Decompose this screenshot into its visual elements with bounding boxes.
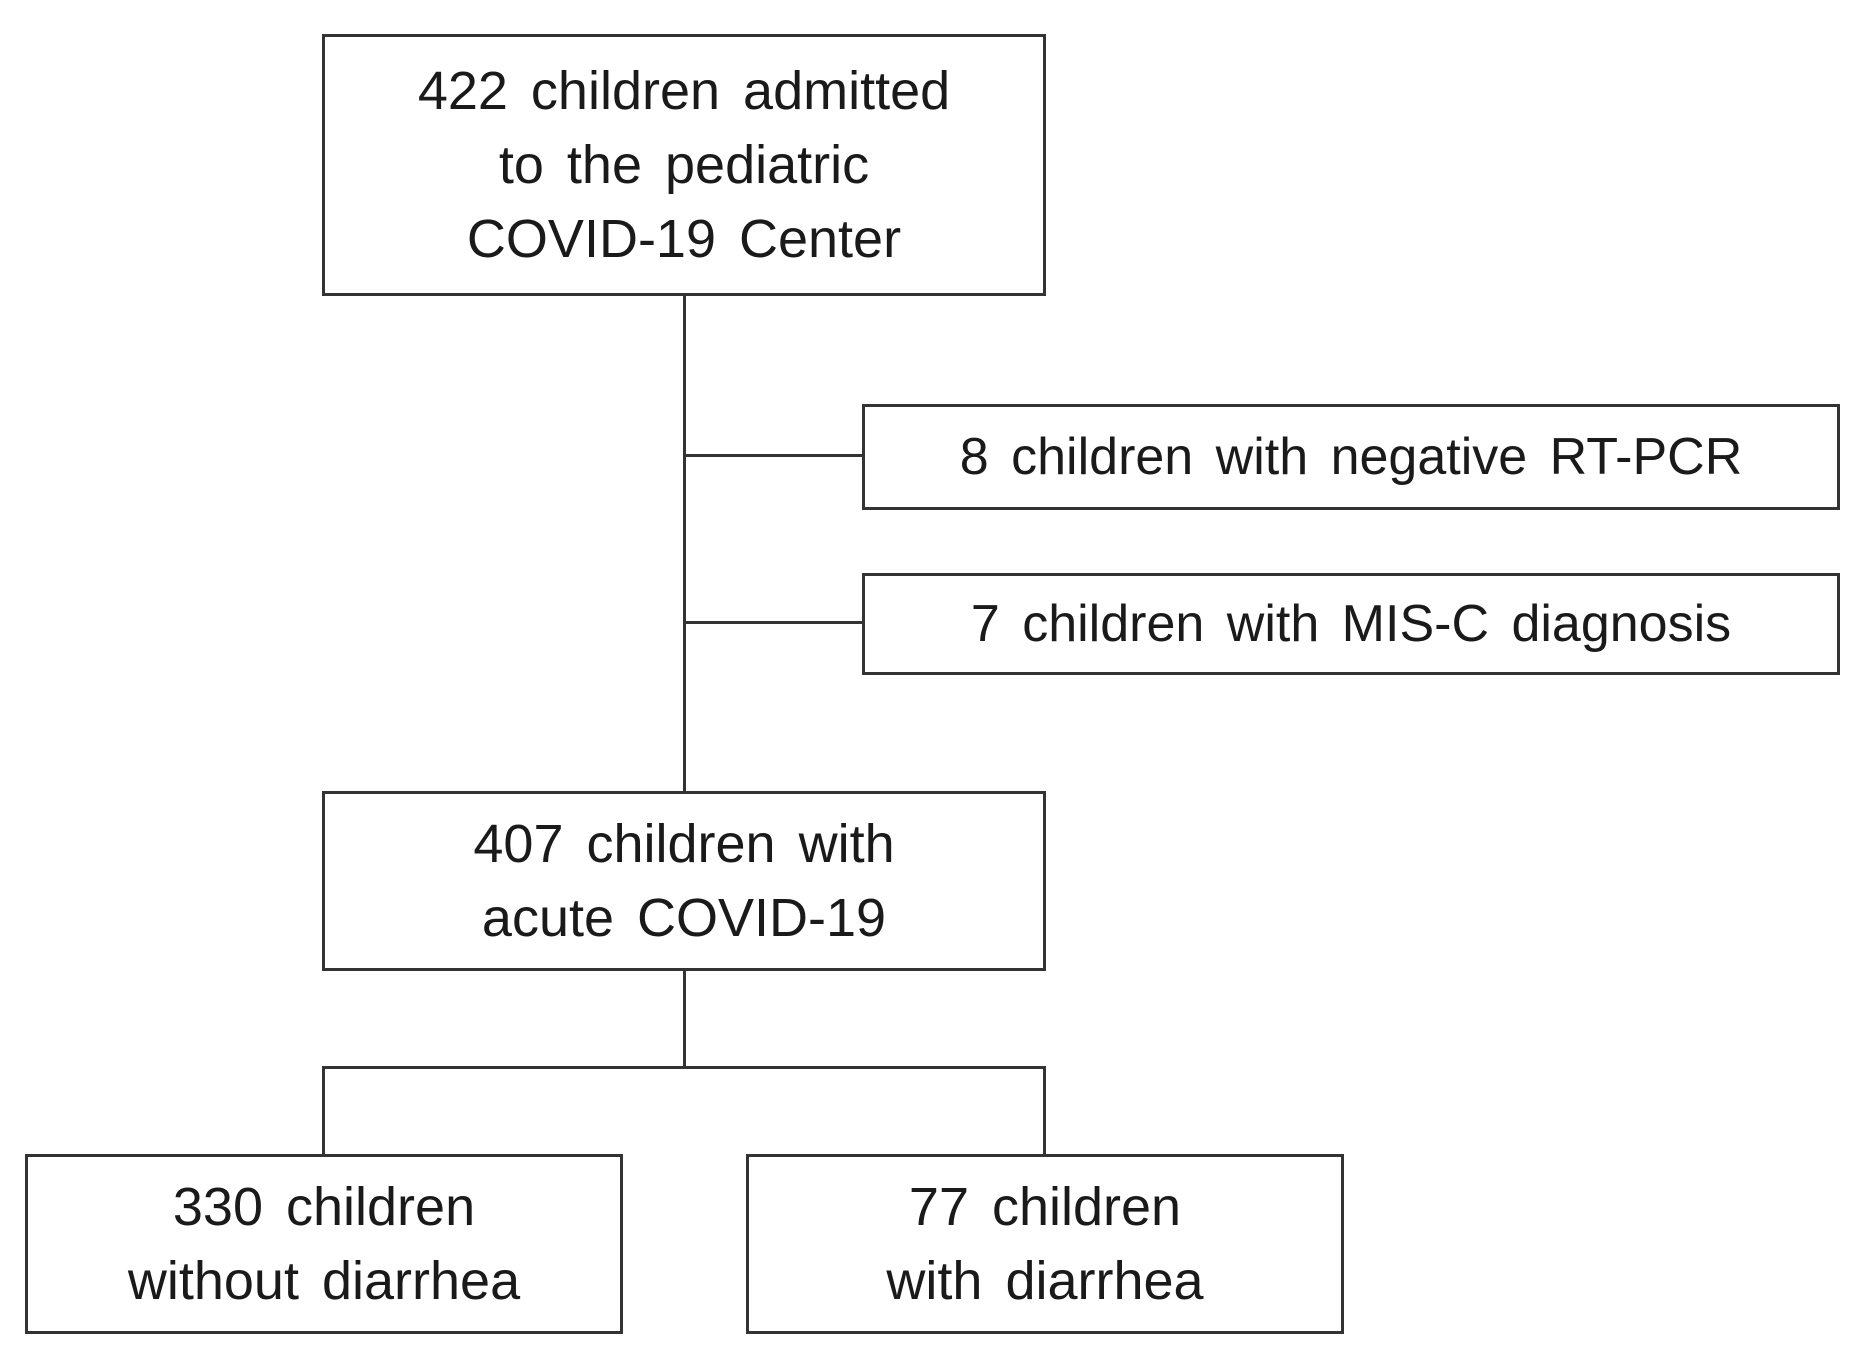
box-exclusion-misc: 7 children with MIS-C diagnosis	[862, 573, 1840, 675]
connector-split-horizontal	[322, 1066, 1046, 1069]
box-admitted-line-1: 422 children admitted	[417, 61, 951, 121]
box-with-diarrhea: 77 children with diarrhea	[746, 1154, 1344, 1334]
box-with-diarrhea-line-1: 77 children	[908, 1177, 1182, 1237]
connector-left-branch	[322, 1066, 325, 1155]
box-acute-covid-line-2: acute COVID-19	[481, 888, 887, 948]
box-without-diarrhea-line-2: without diarrhea	[127, 1251, 521, 1311]
connector-right-branch	[1043, 1066, 1046, 1155]
box-without-diarrhea-line-1: 330 children	[172, 1177, 476, 1237]
box-without-diarrhea: 330 children without diarrhea	[25, 1154, 623, 1334]
box-acute-covid-line-1: 407 children with	[473, 814, 895, 874]
box-admitted: 422 children admitted to the pediatric C…	[322, 34, 1046, 296]
box-with-diarrhea-line-2: with diarrhea	[886, 1251, 1204, 1311]
box-exclusion-negative-rtpcr-text: 8 children with negative RT-PCR	[959, 428, 1743, 486]
box-exclusion-misc-text: 7 children with MIS-C diagnosis	[970, 595, 1732, 653]
connector-exclusion-2	[683, 621, 864, 624]
box-acute-covid: 407 children with acute COVID-19	[322, 791, 1046, 971]
connector-middle-down	[683, 969, 686, 1068]
box-admitted-line-3: COVID-19 Center	[466, 209, 902, 269]
connector-exclusion-1	[683, 454, 864, 457]
connector-main-vertical	[683, 295, 686, 792]
box-admitted-line-2: to the pediatric	[498, 135, 870, 195]
box-exclusion-negative-rtpcr: 8 children with negative RT-PCR	[862, 404, 1840, 510]
